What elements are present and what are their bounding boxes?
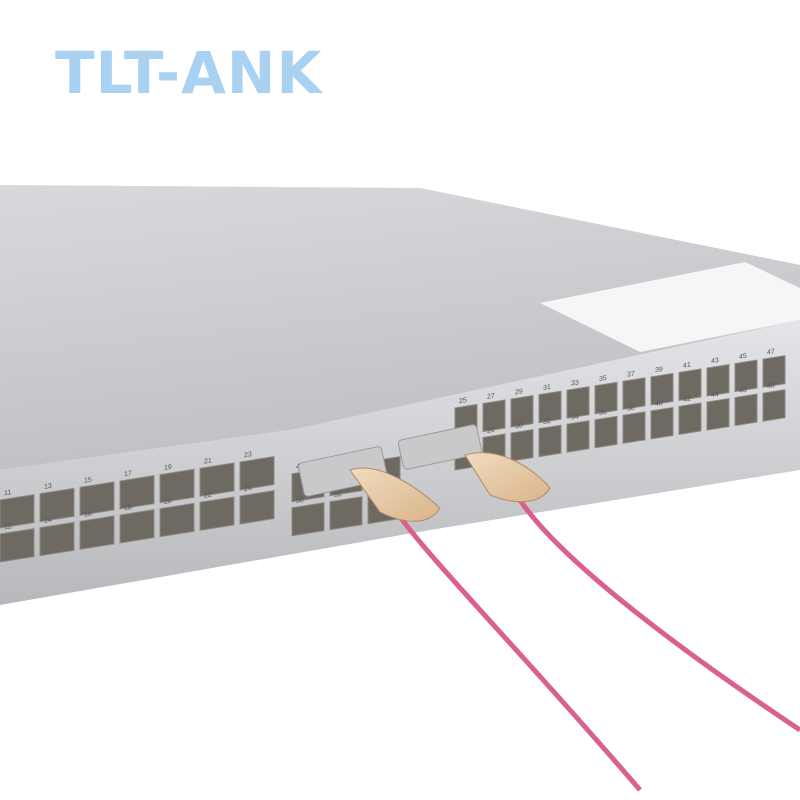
port-bank-right: 2526272829303132333435363738394041424344… <box>454 348 786 471</box>
sfp-port[interactable] <box>199 462 235 497</box>
port-number-label: 50 <box>296 497 304 505</box>
port-number-label: 39 <box>655 366 663 374</box>
port-number-label: 18 <box>124 504 132 512</box>
port-number-label: 14 <box>44 517 52 525</box>
port-number-label: 31 <box>543 384 551 392</box>
port-bank-left: 11 12 13 14 15 16 17 18 19 20 21 22 23 24 <box>0 451 275 563</box>
sfp-port[interactable] <box>482 399 506 433</box>
sfp-port[interactable] <box>510 429 534 462</box>
port-number-label: 48 <box>767 382 775 390</box>
sfp-port[interactable] <box>159 502 195 538</box>
sfp-port[interactable] <box>566 386 590 419</box>
sfp-port[interactable] <box>622 377 646 410</box>
sfp-port[interactable] <box>119 509 155 544</box>
port-number-label: 19 <box>164 464 172 472</box>
fiber-cable-2 <box>397 424 800 733</box>
port-number-label: 35 <box>599 375 607 383</box>
cable-connector-2 <box>397 424 483 470</box>
port-number-label: 47 <box>767 348 775 356</box>
sfp-port[interactable] <box>538 390 562 424</box>
sfp-port[interactable] <box>39 521 75 557</box>
port-number-label: 24 <box>244 485 252 493</box>
sfp-port[interactable] <box>39 487 75 523</box>
port-number-label: 15 <box>84 476 92 484</box>
sfp-port[interactable] <box>291 502 325 537</box>
sfp-port[interactable] <box>119 475 155 510</box>
port-number-label: 33 <box>571 379 579 387</box>
port-number-label: 27 <box>487 393 495 401</box>
pull-tab-1 <box>349 467 441 522</box>
port-number-label: 22 <box>204 491 212 499</box>
port-number-label: 25 <box>459 397 467 405</box>
port-number-label: 28 <box>487 427 495 435</box>
port-number-label: 13 <box>44 483 52 491</box>
sfp-port[interactable] <box>650 372 674 406</box>
sfp-port[interactable] <box>239 456 275 491</box>
sfp-port[interactable] <box>538 424 562 458</box>
port-number-label: 23 <box>244 451 252 459</box>
port-number-label: 20 <box>164 498 172 506</box>
sfp-port[interactable] <box>594 381 618 415</box>
sfp-port[interactable] <box>678 402 702 436</box>
pull-tab-2 <box>464 452 551 503</box>
fiber-cable-1 <box>297 446 642 792</box>
port-number-label: 34 <box>571 413 579 421</box>
sfp-port[interactable] <box>678 368 702 402</box>
port-number-label: 38 <box>627 404 635 412</box>
brand-watermark: TLT-ANK <box>55 39 323 107</box>
sfp-port[interactable] <box>239 490 275 525</box>
port-number-label: 40 <box>655 400 663 408</box>
port-number-label: 46 <box>739 387 747 395</box>
sfp-port[interactable] <box>566 420 590 453</box>
port-number-label: 29 <box>515 388 523 396</box>
sfp-port[interactable] <box>734 359 758 393</box>
port-number-label: 42 <box>683 396 691 404</box>
sfp-port[interactable] <box>329 496 363 531</box>
sfp-port[interactable] <box>762 389 786 422</box>
switch-label-sticker <box>540 262 800 352</box>
sfp-port[interactable] <box>706 397 730 431</box>
port-number-label: 43 <box>711 357 719 365</box>
sfp-port[interactable] <box>0 528 35 563</box>
switch-top-panel <box>0 185 800 470</box>
sfp-port[interactable] <box>706 363 730 397</box>
port-number-label: 36 <box>599 409 607 417</box>
port-number-label: 16 <box>84 510 92 518</box>
sfp-port[interactable] <box>0 494 35 529</box>
port-number-label: 44 <box>711 391 719 399</box>
sfp-port[interactable] <box>734 393 758 427</box>
port-number-label: 45 <box>739 353 747 361</box>
port-number-label: 37 <box>627 370 635 378</box>
sfp-port[interactable] <box>159 468 195 504</box>
port-number-label: 12 <box>4 523 12 531</box>
sfp-port[interactable] <box>199 496 235 531</box>
sfp-port[interactable] <box>650 406 674 440</box>
port-number-label: 41 <box>683 362 691 370</box>
port-number-label: 17 <box>124 470 132 478</box>
sfp-port[interactable] <box>762 355 786 388</box>
port-number-label: 11 <box>4 489 11 497</box>
port-number-label: 21 <box>204 457 212 465</box>
sfp-port[interactable] <box>594 415 618 449</box>
sfp-port[interactable] <box>79 481 115 516</box>
sfp-port[interactable] <box>510 395 534 428</box>
port-number-label: 32 <box>543 418 551 426</box>
sfp-port[interactable] <box>622 411 646 444</box>
sfp-port[interactable] <box>79 515 115 550</box>
port-number-label: 30 <box>515 422 523 430</box>
port-number-label: 52 <box>334 491 342 499</box>
